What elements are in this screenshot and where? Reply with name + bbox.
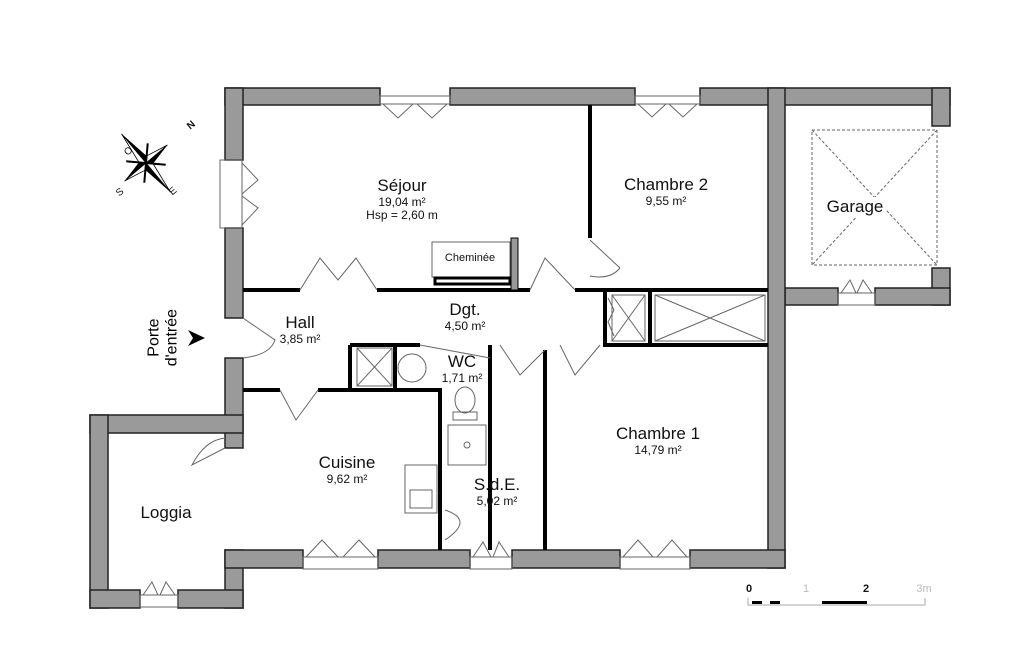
scale-tick-2: 2 [862, 583, 870, 595]
room-sejour: Séjour 19,04 m² Hsp = 2,60 m [366, 176, 438, 223]
room-garage: Garage [824, 197, 886, 217]
room-salle-d-eau: S.d.E. 5,02 m² [473, 475, 521, 508]
room-wc: WC 1,71 m² [441, 352, 483, 385]
doors [190, 239, 621, 467]
interior-walls [243, 105, 768, 550]
scale-tick-3: 3m [916, 583, 932, 595]
windows [139, 95, 876, 608]
fixtures [356, 129, 938, 541]
room-hall: Hall 3,85 m² [279, 313, 321, 346]
room-chambre-2: Chambre 2 9,55 m² [623, 175, 709, 208]
room-loggia: Loggia [140, 503, 192, 522]
fireplace-label: Cheminée [444, 252, 496, 264]
scale-tick-0: 0 [745, 583, 753, 595]
scale-bar [747, 598, 926, 606]
room-degagement: Dgt. 4,50 m² [444, 300, 486, 333]
exterior-walls [89, 87, 951, 609]
entrance-label: Porte d'entrée [145, 308, 180, 367]
compass-rose-icon [121, 133, 171, 193]
room-chambre-1: Chambre 1 14,79 m² [615, 424, 701, 457]
scale-tick-1: 1 [802, 583, 810, 595]
room-cuisine: Cuisine 9,62 m² [318, 453, 376, 486]
entrance-arrow-icon [188, 330, 205, 346]
